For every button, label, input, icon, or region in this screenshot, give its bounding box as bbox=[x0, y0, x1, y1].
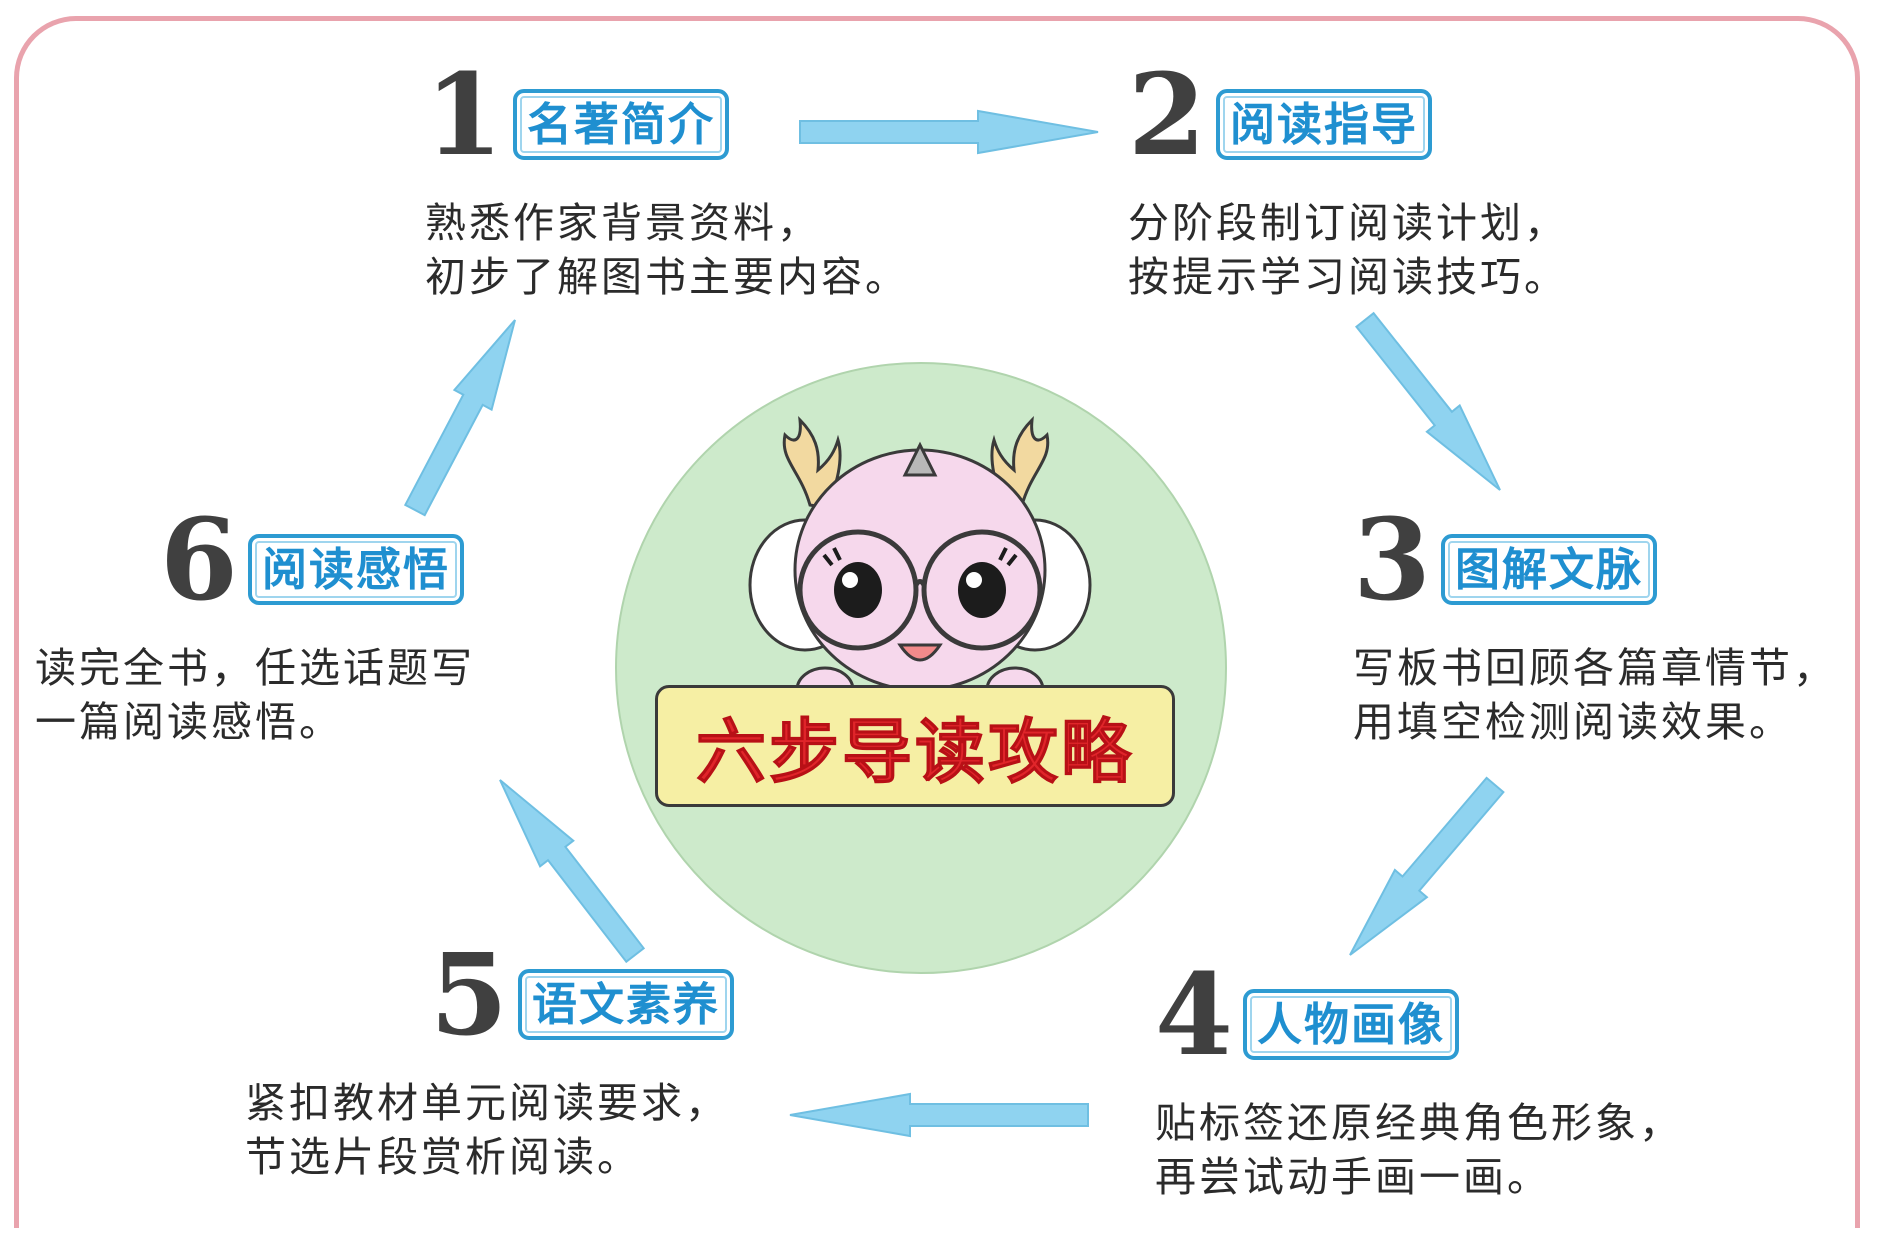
step-2: 2 阅读指导 分阶段制订阅读计划， 按提示学习阅读技巧。 bbox=[1128, 60, 1568, 304]
arrow-icon bbox=[1354, 311, 1501, 491]
step-header: 1 名著简介 bbox=[425, 60, 909, 172]
diagram-title: 六步导读攻略 bbox=[696, 710, 1134, 793]
arrow-icon bbox=[403, 319, 516, 517]
step-tag: 阅读感悟 bbox=[247, 534, 464, 605]
step-tag: 语文素养 bbox=[517, 969, 734, 1040]
step-header: 3 图解文脉 bbox=[1353, 505, 1837, 617]
step-number: 6 bbox=[160, 495, 238, 626]
step-description: 紧扣教材单元阅读要求， 节选片段赏析阅读。 bbox=[245, 1076, 734, 1184]
description-line: 一篇阅读感悟。 bbox=[35, 698, 343, 746]
step-header: 4 人物画像 bbox=[1155, 960, 1683, 1072]
step-description: 贴标签还原经典角色形象， 再尝试动手画一画。 bbox=[1155, 1096, 1683, 1204]
description-line: 分阶段制订阅读计划， bbox=[1128, 199, 1568, 247]
description-line: 初步了解图书主要内容。 bbox=[425, 253, 909, 301]
step-tag: 阅读指导 bbox=[1215, 89, 1432, 160]
step-number: 1 bbox=[425, 50, 503, 181]
step-tag: 人物画像 bbox=[1242, 989, 1459, 1060]
step-header: 2 阅读指导 bbox=[1128, 60, 1568, 172]
description-line: 用填空检测阅读效果。 bbox=[1353, 698, 1793, 746]
step-5: 5 语文素养 紧扣教材单元阅读要求， 节选片段赏析阅读。 bbox=[245, 940, 734, 1184]
step-1: 1 名著简介 熟悉作家背景资料， 初步了解图书主要内容。 bbox=[425, 60, 909, 304]
step-description: 分阶段制订阅读计划， 按提示学习阅读技巧。 bbox=[1128, 196, 1568, 304]
step-number: 4 bbox=[1155, 950, 1233, 1081]
arrow-icon bbox=[799, 109, 1099, 155]
description-line: 再尝试动手画一画。 bbox=[1155, 1153, 1551, 1201]
step-description: 熟悉作家背景资料， 初步了解图书主要内容。 bbox=[425, 196, 909, 304]
step-4: 4 人物画像 贴标签还原经典角色形象， 再尝试动手画一画。 bbox=[1155, 960, 1683, 1204]
pink-frame bbox=[14, 16, 1860, 1228]
step-tag: 图解文脉 bbox=[1440, 534, 1657, 605]
step-description: 写板书回顾各篇章情节， 用填空检测阅读效果。 bbox=[1353, 641, 1837, 749]
step-tag: 名著简介 bbox=[512, 89, 729, 160]
arrow-icon bbox=[1349, 776, 1505, 956]
step-header: 5 语文素养 bbox=[430, 940, 734, 1052]
step-3: 3 图解文脉 写板书回顾各篇章情节， 用填空检测阅读效果。 bbox=[1353, 505, 1837, 749]
description-line: 读完全书，任选话题写 bbox=[35, 644, 475, 692]
step-number: 5 bbox=[430, 930, 508, 1061]
arrow-icon bbox=[789, 1092, 1089, 1138]
step-header: 6 阅读感悟 bbox=[160, 505, 475, 617]
description-line: 按提示学习阅读技巧。 bbox=[1128, 253, 1568, 301]
arrow-icon bbox=[499, 779, 646, 964]
step-number: 3 bbox=[1353, 495, 1431, 626]
description-line: 贴标签还原经典角色形象， bbox=[1155, 1099, 1683, 1147]
dragon-mascot-icon bbox=[748, 415, 1092, 714]
description-line: 写板书回顾各篇章情节， bbox=[1353, 644, 1837, 692]
description-line: 熟悉作家背景资料， bbox=[425, 199, 821, 247]
step-number: 2 bbox=[1128, 50, 1206, 181]
title-sign: 六步导读攻略 bbox=[655, 685, 1175, 807]
description-line: 节选片段赏析阅读。 bbox=[245, 1133, 641, 1181]
step-description: 读完全书，任选话题写 一篇阅读感悟。 bbox=[35, 641, 475, 749]
step-6: 6 阅读感悟 读完全书，任选话题写 一篇阅读感悟。 bbox=[35, 505, 475, 749]
description-line: 紧扣教材单元阅读要求， bbox=[245, 1079, 729, 1127]
